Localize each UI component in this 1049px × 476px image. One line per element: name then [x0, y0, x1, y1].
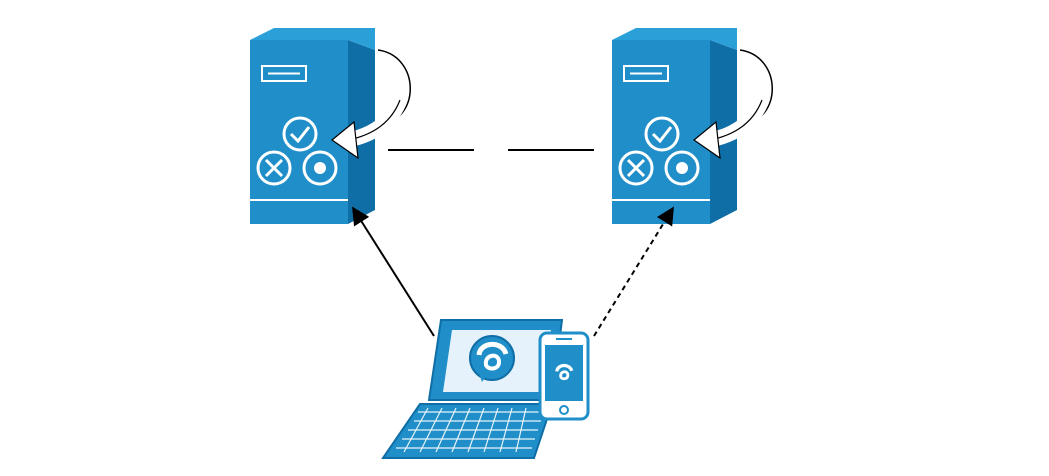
server-primary: [250, 28, 410, 224]
backup-connection-arrow: [593, 206, 674, 337]
client-devices: [381, 319, 590, 459]
primary-connection-arrow: [352, 206, 435, 337]
server-failover-icon: [612, 28, 772, 224]
server-backup: [612, 28, 772, 224]
server-failover-icon: [250, 28, 410, 224]
